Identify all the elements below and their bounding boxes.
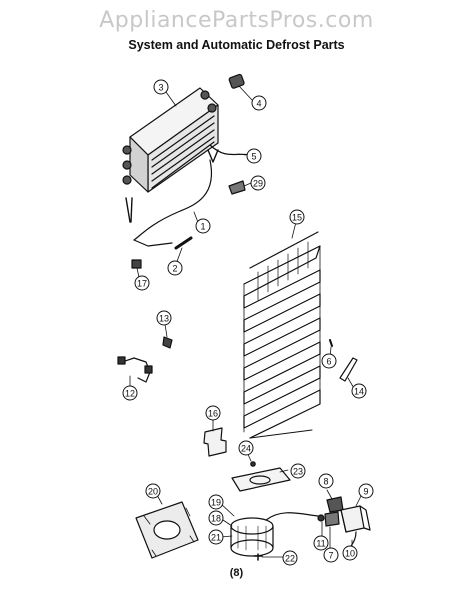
svg-text:22: 22 [285, 554, 295, 564]
part-24-grommet [250, 461, 256, 467]
callout-17: 17 [134, 275, 150, 291]
svg-text:8: 8 [323, 477, 328, 487]
svg-text:23: 23 [293, 467, 303, 477]
svg-text:18: 18 [211, 514, 221, 524]
svg-text:13: 13 [159, 314, 169, 324]
callout-10: 10 [342, 545, 358, 561]
callout-20: 20 [145, 483, 161, 499]
condenser-coil-part [243, 231, 321, 439]
svg-text:9: 9 [363, 487, 368, 497]
callout-6: 6 [321, 353, 337, 369]
callout-24: 24 [238, 440, 254, 456]
svg-text:3: 3 [158, 83, 163, 93]
part-7-overload [324, 511, 340, 527]
callout-14: 14 [351, 383, 367, 399]
callout-29: 29 [250, 175, 266, 191]
svg-text:10: 10 [345, 549, 355, 559]
svg-text:16: 16 [208, 409, 218, 419]
svg-text:24: 24 [241, 444, 251, 454]
part-11-clip [317, 514, 325, 522]
svg-text:21: 21 [211, 533, 221, 543]
svg-text:11: 11 [316, 539, 325, 549]
compressor-part [230, 512, 319, 557]
part-2-plug [174, 236, 193, 250]
callout-5: 5 [246, 148, 262, 164]
callout-11: 11 [313, 535, 329, 551]
watermark: AppliancePartsPros.com [99, 8, 374, 33]
part-4-clip [228, 73, 245, 89]
evaporator-part [122, 87, 219, 193]
callout-12: 12 [122, 385, 138, 401]
callout-8: 8 [318, 473, 334, 489]
part-14-tube [339, 357, 358, 382]
page-title: System and Automatic Defrost Parts [128, 38, 345, 52]
svg-text:20: 20 [148, 487, 158, 497]
svg-text:12: 12 [125, 389, 135, 399]
svg-text:17: 17 [137, 279, 147, 289]
part-9-capacitor [340, 505, 371, 533]
part-17-connector [131, 259, 142, 269]
capillary-tube-part [209, 144, 251, 156]
part-23-cover [231, 467, 291, 492]
callout-3: 3 [153, 79, 169, 95]
callout-15: 15 [289, 209, 305, 225]
part-12-harness [117, 356, 153, 383]
suction-line-part [133, 159, 213, 241]
callout-18: 18 [208, 510, 224, 526]
callout-13: 13 [156, 310, 172, 326]
callout-9: 9 [358, 483, 374, 499]
callout-1: 1 [195, 218, 211, 234]
callout-2: 2 [167, 260, 183, 276]
callout-23: 23 [290, 463, 306, 479]
page-number: (8) [229, 567, 244, 579]
callout-7: 7 [323, 547, 339, 563]
svg-text:19: 19 [211, 498, 221, 508]
part-6-clip [329, 339, 333, 347]
callout-22: 22 [282, 550, 298, 566]
callout-21: 21 [208, 529, 224, 545]
svg-text:6: 6 [326, 357, 331, 367]
svg-text:14: 14 [354, 387, 364, 397]
callouts: 3 4 5 29 1 2 17 15 13 12 6 14 16 24 23 2… [122, 79, 374, 566]
callout-4: 4 [251, 95, 267, 111]
part-20-base-plate [135, 501, 199, 559]
svg-text:29: 29 [253, 179, 263, 189]
part-13-tag [162, 336, 173, 349]
callout-16: 16 [205, 405, 221, 421]
svg-text:15: 15 [292, 213, 302, 223]
callout-19: 19 [208, 494, 224, 510]
part-16-bracket [203, 427, 227, 457]
part-29-clip [228, 180, 246, 195]
svg-text:2: 2 [172, 264, 177, 274]
leader-lines [129, 85, 363, 558]
part-22-grommet [253, 553, 263, 561]
svg-text:5: 5 [251, 152, 256, 162]
svg-text:1: 1 [200, 222, 205, 232]
svg-text:7: 7 [328, 551, 333, 561]
svg-text:4: 4 [256, 99, 261, 109]
